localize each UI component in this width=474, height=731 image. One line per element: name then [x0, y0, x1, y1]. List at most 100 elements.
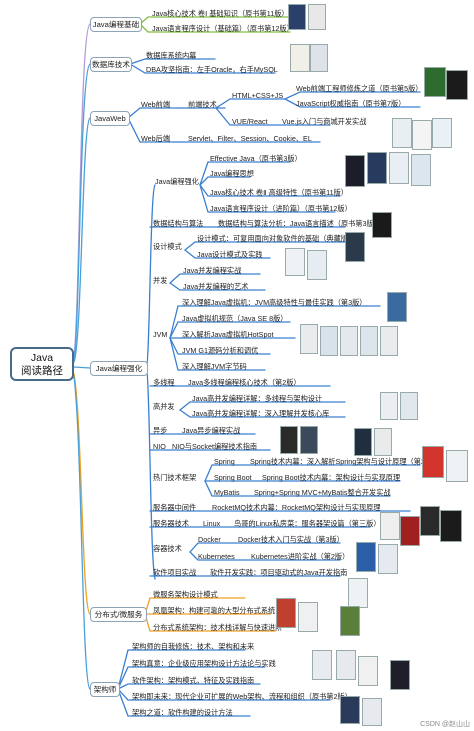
book-item: Java异步编程实战 — [182, 426, 241, 435]
book-item: 鸟哥的Linux私房菜：服务器架设篇（第三版） — [234, 519, 381, 528]
book-cover-image — [276, 598, 296, 628]
book-cover-image — [340, 606, 360, 636]
book-item: Spring+Spring MVC+MyBatis整合开发实战 — [254, 488, 391, 497]
book-cover-image — [336, 650, 356, 680]
book-item: Java核心技术 卷Ⅰ 基础知识（原书第11版） — [152, 9, 289, 18]
root-title: Java — [30, 352, 54, 364]
book-cover-image — [360, 326, 378, 356]
category-architect[interactable]: 架构师 — [90, 682, 120, 697]
book-item: 深入理解Java虚拟机：JVM高级特性与最佳实践（第3版） — [182, 298, 367, 307]
book-item: 深入解析Java虚拟机HotSpot — [182, 330, 274, 339]
book-item: Java多线程编程核心技术（第2版） — [188, 378, 301, 387]
book-item: JVM G1源码分析和调优 — [182, 346, 259, 355]
book-item: 深入理解JVM字节码 — [182, 362, 247, 371]
book-cover-image — [300, 324, 318, 354]
topic-concurrency: 并发 — [153, 276, 168, 285]
book-item: Java核心技术 卷Ⅱ 高级特性（原书第11版） — [210, 188, 348, 197]
book-cover-image — [280, 426, 298, 454]
book-cover-image — [390, 660, 410, 690]
book-cover-image — [367, 152, 387, 184]
book-cover-image — [356, 542, 376, 572]
book-cover-image — [285, 248, 305, 276]
book-cover-image — [340, 696, 360, 724]
topic-multithread: 多线程 — [153, 378, 175, 387]
book-item: 架构真意：企业级应用架构设计方法论与实践 — [132, 659, 276, 668]
book-cover-image — [340, 326, 358, 356]
topic-mybatis: MyBatis — [214, 488, 240, 497]
book-item: Java高并发编程详解：深入理解并发核心库 — [192, 409, 330, 418]
topic-k8s: Kubernetes — [198, 552, 235, 561]
root-node: Java 阅读路径 — [10, 347, 74, 381]
book-cover-image — [380, 512, 400, 540]
book-cover-image — [320, 326, 338, 356]
book-cover-image — [358, 656, 378, 686]
book-cover-image — [380, 326, 398, 356]
book-item: 微服务架构设计模式 — [153, 590, 218, 599]
db-subtopic: 数据库系统内幕 — [146, 51, 197, 60]
book-cover-image — [378, 544, 398, 574]
backend-items: Servlet、Filter、Session、Cookie、EL — [188, 134, 312, 143]
category-advanced[interactable]: Java编程强化 — [90, 361, 148, 376]
book-cover-image — [400, 392, 418, 420]
book-item: Spring Boot技术内幕：架构设计与实现原理 — [262, 473, 401, 482]
book-item: Web前端工程师修炼之道（原书第5版） — [296, 84, 423, 93]
book-item: Kubernetes进阶实战（第2版） — [251, 552, 350, 561]
book-cover-image — [345, 155, 365, 187]
book-item: Java并发编程实战 — [183, 266, 242, 275]
topic-async: 异步 — [153, 426, 168, 435]
book-item: Effective Java（原书第3版） — [210, 154, 302, 163]
topic-linux: Linux — [203, 519, 221, 528]
topic-enhance: Java编程强化 — [155, 177, 199, 186]
book-cover-image — [422, 446, 444, 478]
book-cover-image — [420, 506, 440, 536]
book-item: 架构师的自我修炼：技术、架构和未来 — [132, 642, 255, 651]
topic-server: 服务器技术 — [153, 519, 189, 528]
book-item: Java语言程序设计（进阶篇）（原书第12版） — [210, 204, 352, 213]
book-item: Java设计模式及实践 — [197, 250, 263, 259]
book-item: 设计模式：可复用面向对象软件的基础（典藏版） — [197, 234, 356, 243]
book-item: Java虚拟机规范（Java SE 8版） — [182, 314, 288, 323]
book-item: 架构之道：软件构建的设计方法 — [132, 708, 233, 717]
root-subtitle: 阅读路径 — [21, 365, 63, 377]
watermark: CSDN @赵山山 — [420, 721, 470, 728]
book-cover-image — [354, 428, 372, 456]
category-database[interactable]: 数据库技术 — [90, 57, 132, 72]
category-basics[interactable]: Java编程基础 — [90, 17, 142, 32]
topic-vue: VUE/React — [232, 117, 268, 126]
topic-jvm: JVM — [153, 330, 168, 339]
book-cover-image — [298, 602, 318, 632]
book-cover-image — [412, 120, 432, 150]
topic-docker: Docker — [198, 535, 221, 544]
book-item: DBA攻坚指南：左手Oracle，右手MySQL — [146, 65, 278, 74]
book-item: JavaScript权威指南（原书第7版） — [296, 99, 406, 108]
book-item: 软件架构：架构模式、特征及实践指南 — [132, 676, 255, 685]
book-cover-image — [307, 250, 327, 280]
book-cover-image — [288, 4, 306, 30]
category-web[interactable]: JavaWeb — [90, 111, 130, 126]
topic-spring: Spring — [214, 457, 235, 466]
topic-nio: NIO — [153, 442, 166, 451]
topic-hc: 高并发 — [153, 402, 175, 411]
book-cover-image — [308, 4, 326, 30]
book-cover-image — [389, 152, 409, 184]
book-cover-image — [446, 450, 468, 482]
book-item: Java并发编程的艺术 — [183, 282, 249, 291]
book-item: 凤凰架构：构建可靠的大型分布式系统 — [153, 606, 276, 615]
book-cover-image — [372, 212, 392, 238]
topic-container: 容器技术 — [153, 544, 182, 553]
book-cover-image — [348, 578, 368, 608]
topic-mw: 服务器中间件 — [153, 503, 197, 512]
book-item: Spring技术内幕：深入解析Spring架构与设计原理（第2版） — [250, 457, 440, 466]
book-cover-image — [362, 698, 382, 726]
category-distributed[interactable]: 分布式/微服务 — [90, 607, 147, 622]
book-cover-image — [380, 392, 398, 420]
book-cover-image — [345, 232, 365, 262]
book-item: Docker技术入门与实战（第3版） — [238, 535, 344, 544]
book-item: Java语言程序设计（基础篇）（原书第12版） — [152, 24, 294, 33]
book-cover-image — [310, 44, 328, 72]
book-item: Java高并发编程详解：多线程与架构设计 — [192, 394, 323, 403]
book-item: 架构即未来：现代企业可扩展的Web架构、流程和组织（原书第2版） — [132, 692, 352, 701]
topic-ds: 数据结构与算法 — [153, 219, 204, 228]
